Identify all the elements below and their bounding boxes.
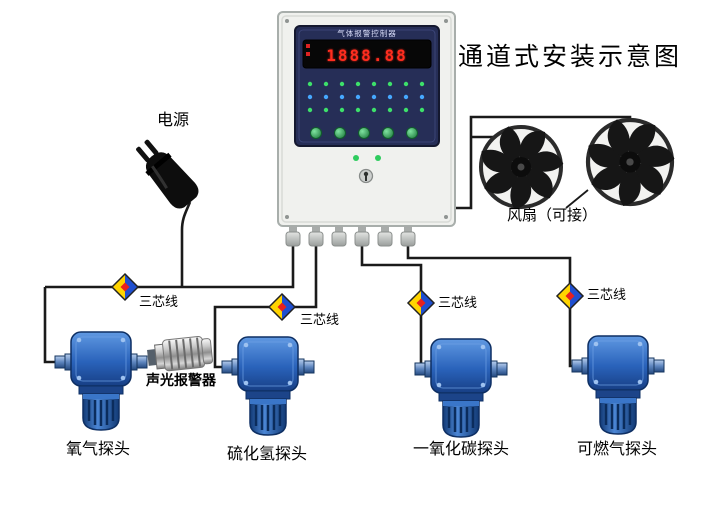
indicator-light-grid [307,81,425,113]
detector-h2s [221,336,315,436]
detector-label-co: 一氧化碳探头 [413,441,510,458]
led-display-bezel [302,39,432,69]
power-plug [136,139,199,209]
alarm-led [306,44,310,48]
status-led [353,155,359,161]
power-label: 电源 [157,112,190,129]
cable-glands [285,226,416,247]
detector-oxygen [54,331,148,431]
detector-label-oxygen: 氧气探头 [66,441,131,458]
fan-2 [585,117,676,208]
diagram-title: 通道式安装示意图 [458,44,683,71]
panel-buttons [310,127,418,139]
wire-connector-diamond-2 [267,292,297,322]
box-screw [285,215,289,219]
alarm-led [306,52,310,56]
wire-connector-diamond-3 [406,288,436,318]
wire-fan-leader [565,189,589,209]
wire-connectors [110,272,585,322]
controller-panel [294,25,440,147]
detector-label-h2s: 硫化氢探头 [227,446,308,463]
wire-connector-diamond-4 [555,281,585,311]
door-lock [358,168,374,184]
wire-label-4: 三芯线 [587,287,627,302]
wire-detector-1 [43,287,60,364]
wire-label-1: 三芯线 [139,294,179,309]
fan-1 [479,125,565,210]
alarm-label: 声光报警器 [146,372,216,388]
wire-label-2: 三芯线 [300,312,340,327]
sound-light-alarm [147,336,213,372]
box-screw [285,19,289,23]
wire-power [180,201,192,287]
controller-panel-title: 气体报警控制器 [337,29,397,38]
detector-co [414,338,508,438]
status-led [375,155,381,161]
box-screw [444,215,448,219]
fan-label: 风扇（可接） [507,207,598,224]
wire-detector-2 [213,246,318,369]
wire-label-3: 三芯线 [438,295,478,310]
box-screw [444,19,448,23]
led-display-value: 1888.88 [326,45,408,65]
detector-combustible [571,335,665,435]
detector-label-combustible: 可燃气探头 [577,441,658,458]
wire-connector-diamond-1 [110,272,140,302]
controller-box [277,11,456,247]
wire-main [45,246,295,289]
wire-detector-4 [406,246,574,368]
